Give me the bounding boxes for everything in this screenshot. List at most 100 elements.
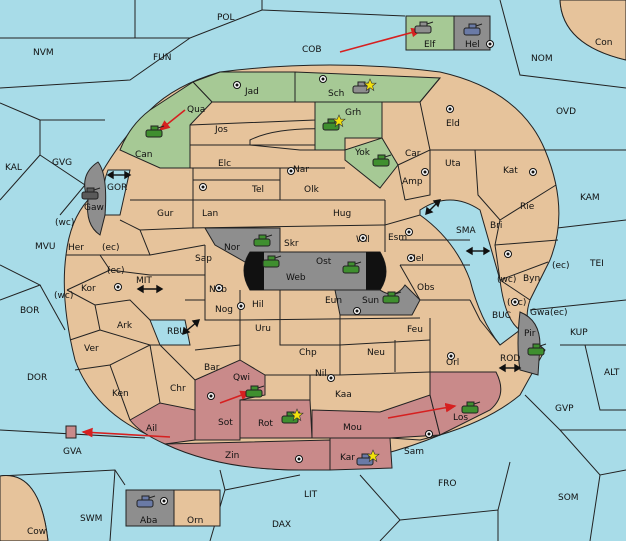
label-elf: Elf	[424, 40, 436, 50]
dislodged-markers	[290, 78, 380, 463]
label-zin: Zin	[225, 451, 239, 461]
label-ark: Ark	[117, 321, 133, 331]
label-mvu: MVU	[35, 242, 56, 252]
label-qua: Qua	[187, 105, 205, 115]
label-can: Can	[135, 150, 153, 160]
tank-icon[interactable]	[356, 453, 376, 466]
label-gvp: GVP	[555, 404, 574, 414]
label-cob: COB	[302, 45, 322, 55]
label-chr: Chr	[170, 384, 186, 394]
label-aba: Aba	[140, 516, 157, 526]
label-gva: GVA	[63, 447, 83, 457]
label-mel: Mel	[408, 254, 424, 264]
tank-icon[interactable]	[262, 255, 282, 268]
order-arrow-sot-qwi	[219, 390, 252, 404]
tank-icon[interactable]	[461, 401, 481, 414]
tank-icon[interactable]	[81, 187, 101, 200]
tank-icon[interactable]	[136, 495, 156, 508]
tank-icon[interactable]	[414, 21, 434, 34]
coast-tag-3: (ec)	[107, 266, 125, 276]
double-arrow-icon	[182, 319, 201, 336]
coast-tag-1: (wc)	[55, 218, 74, 228]
label-pol: POL	[217, 13, 235, 23]
yellow-star-icon	[363, 78, 377, 92]
label-ken: Ken	[112, 389, 129, 399]
region-zin	[164, 439, 331, 471]
coast-tag-5: (wc)	[497, 275, 516, 285]
label-ver: Ver	[84, 344, 99, 354]
label-bar: Bar	[204, 363, 220, 373]
region-rot	[239, 399, 313, 439]
region-pir	[517, 311, 541, 376]
label-skr: Skr	[284, 239, 299, 249]
tank-icon[interactable]	[382, 291, 402, 304]
label-alt: ALT	[604, 368, 620, 378]
label-amp: Amp	[402, 177, 423, 187]
label-eun: Eun	[325, 296, 342, 306]
land-borders	[66, 77, 559, 441]
region-gva-marker	[65, 425, 77, 439]
coast-tag-8: (ec)	[550, 308, 568, 318]
label-rie: Rie	[520, 202, 535, 212]
label-grh: Grh	[345, 108, 361, 118]
label-tei: TEI	[589, 259, 604, 269]
region-los	[429, 371, 502, 436]
double-arrow-icon	[136, 284, 164, 294]
order-arrow-ail-gva	[81, 427, 171, 438]
double-arrow-icon	[425, 199, 442, 216]
label-hel: Hel	[465, 40, 480, 50]
label-mou: Mou	[343, 423, 362, 433]
lagoon-rbu	[149, 319, 191, 346]
label-kar: Kar	[340, 453, 355, 463]
label-nil: Nil	[315, 369, 327, 379]
label-lan: Lan	[202, 209, 218, 219]
label-hug: Hug	[333, 209, 351, 219]
label-jad: Jad	[244, 87, 259, 97]
coast-tag-2: (ec)	[102, 243, 120, 253]
label-nog: Nog	[215, 305, 233, 315]
tank-icon[interactable]	[253, 234, 273, 247]
label-obs: Obs	[417, 283, 435, 293]
label-lit: LIT	[304, 490, 318, 500]
label-hil: Hil	[252, 300, 264, 310]
region-aba	[125, 489, 175, 527]
label-swm: SWM	[80, 514, 102, 524]
label-los: Los	[453, 413, 468, 423]
double-arrow-icon	[498, 363, 522, 373]
label-fro: FRO	[438, 479, 457, 489]
label-sot: Sot	[218, 418, 233, 428]
label-dor: DOR	[27, 373, 47, 383]
label-nar: Nar	[293, 165, 309, 175]
label-jos: Jos	[214, 125, 228, 135]
region-jad	[192, 71, 296, 103]
tank-icon[interactable]	[145, 125, 165, 138]
label-nom: NOM	[531, 54, 553, 64]
label-chp: Chp	[299, 348, 317, 358]
labels: POL NVM FUN COB NOM Con OVD KAL GVG KAM …	[5, 13, 620, 537]
region-black-left	[244, 252, 264, 290]
label-feu: Feu	[407, 325, 423, 335]
label-car: Car	[405, 149, 421, 159]
label-sam: Sam	[404, 447, 424, 457]
tank-icon[interactable]	[342, 261, 362, 274]
supply-centers	[114, 40, 537, 505]
label-nor: Nor	[224, 243, 240, 253]
label-nvm: NVM	[33, 48, 54, 58]
order-arrows	[81, 27, 457, 438]
region-yok	[344, 137, 399, 189]
tank-icon[interactable]	[463, 23, 483, 36]
label-orl: Orl	[446, 358, 459, 368]
label-kat: Kat	[503, 166, 518, 176]
tank-icon[interactable]	[372, 154, 392, 167]
label-rbu: RBU	[167, 327, 186, 337]
label-orn: Orn	[187, 516, 203, 526]
double-arrow-icon	[465, 246, 491, 256]
label-qwi: Qwi	[233, 373, 250, 383]
coast-tag-4: (wc)	[54, 291, 73, 301]
label-con: Con	[595, 38, 613, 48]
tank-icon[interactable]	[245, 385, 265, 398]
region-orn	[173, 489, 221, 527]
tank-icon[interactable]	[527, 343, 547, 356]
order-arrow-mou-los	[387, 402, 457, 419]
